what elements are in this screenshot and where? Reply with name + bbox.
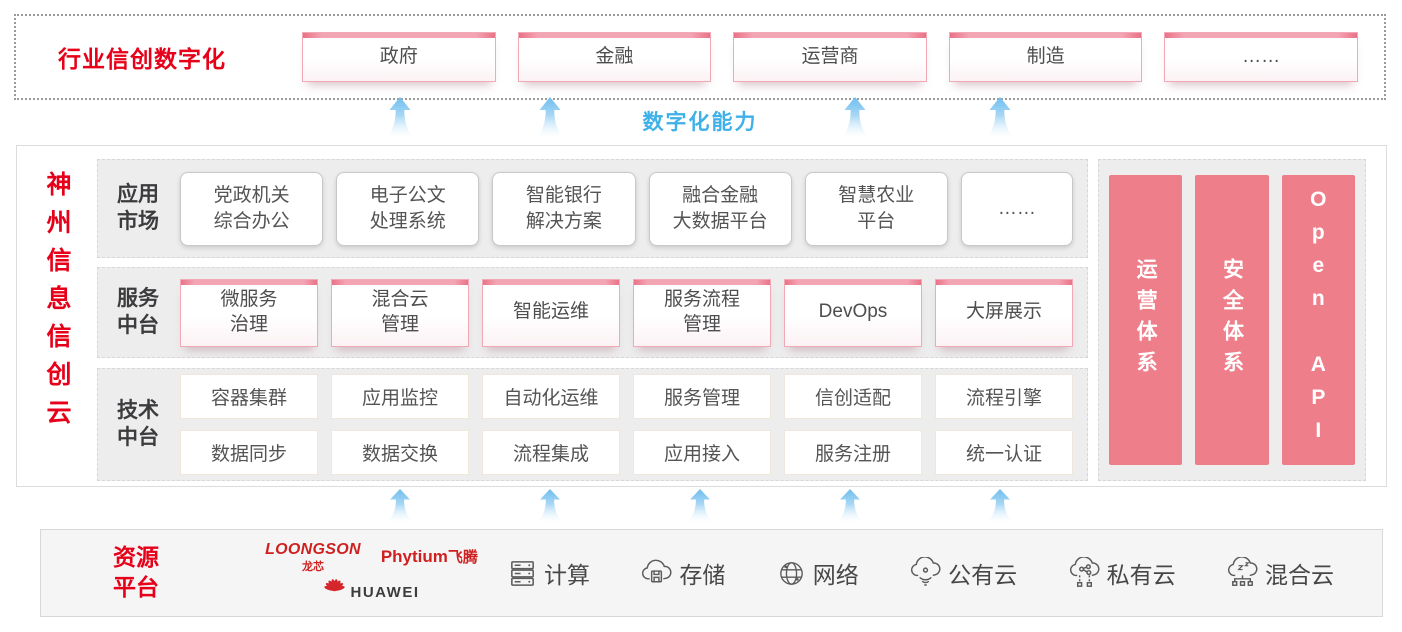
up-arrow-icon bbox=[531, 489, 569, 528]
tech-column: 服务管理 应用接入 bbox=[633, 374, 771, 475]
service-box: 服务流程 管理 bbox=[633, 278, 771, 347]
resource-item: 网络 bbox=[776, 556, 859, 590]
tech-items: 容器集群 数据同步 应用监控 数据交换 自动化运维 流程集成 服务管理 应用接入… bbox=[180, 374, 1073, 475]
tech-column: 自动化运维 流程集成 bbox=[482, 374, 620, 475]
resource-items: 计算 存储 网络 bbox=[507, 556, 1334, 590]
industry-banner-title: 行业信创数字化 bbox=[58, 46, 226, 72]
resource-item: 私有云 bbox=[1068, 556, 1176, 590]
resource-item-label: 公有云 bbox=[948, 562, 1018, 588]
capability-label: 数字化能力 bbox=[642, 111, 758, 134]
huawei-wordmark: HUAWEI bbox=[350, 583, 420, 601]
resource-platform-panel: 资源 平台 LOONGSON 龙芯 Phytium 飞腾 bbox=[40, 529, 1383, 617]
hybrid-cloud-icon bbox=[1226, 557, 1259, 589]
tech-box: 自动化运维 bbox=[482, 374, 620, 419]
up-arrow-icon bbox=[380, 97, 420, 144]
vendor-logos: LOONGSON 龙芯 Phytium 飞腾 bbox=[254, 541, 489, 605]
tech-column: 应用监控 数据交换 bbox=[331, 374, 469, 475]
phytium-wordmark: Phytium bbox=[380, 546, 448, 566]
pillar-open-api: Open API bbox=[1281, 175, 1355, 465]
tech-box: 信创适配 bbox=[784, 374, 922, 419]
row-label-app-market: 应用 市场 bbox=[117, 183, 159, 233]
pillar-security: 安全体系 bbox=[1195, 175, 1269, 465]
up-arrow-icon bbox=[381, 489, 419, 528]
app-box: 电子公文 处理系统 bbox=[336, 171, 480, 246]
app-market-items: 党政机关 综合办公 电子公文 处理系统 智能银行 解决方案 融合金融 大数据平台… bbox=[180, 171, 1073, 246]
network-icon bbox=[776, 558, 807, 589]
service-platform-row: 服务 中台 微服务 治理 混合云 管理 智能运维 服务流程 管理 DevOps … bbox=[97, 267, 1088, 358]
huawei-logo: HUAWEI bbox=[323, 579, 420, 605]
service-box: 智能运维 bbox=[482, 278, 620, 347]
vendor-row: LOONGSON 龙芯 Phytium 飞腾 bbox=[265, 541, 478, 574]
capability-arrow-row: 数字化能力 bbox=[0, 97, 1402, 145]
service-box: 微服务 治理 bbox=[180, 278, 318, 347]
tech-box: 应用接入 bbox=[633, 430, 771, 475]
resource-item: 混合云 bbox=[1226, 556, 1334, 590]
phytium-cn-label: 飞腾 bbox=[447, 549, 478, 566]
public-cloud-icon bbox=[909, 557, 942, 589]
pillar-panel: 运营体系 安全体系 Open API bbox=[1098, 159, 1366, 481]
tech-box: 服务管理 bbox=[633, 374, 771, 419]
resource-arrow-row bbox=[0, 489, 1402, 529]
industry-box: 制造 bbox=[948, 32, 1143, 82]
app-market-row: 应用 市场 党政机关 综合办公 电子公文 处理系统 智能银行 解决方案 融合金融… bbox=[97, 159, 1088, 258]
private-cloud-icon bbox=[1068, 557, 1101, 589]
tech-box: 服务注册 bbox=[784, 430, 922, 475]
tech-column: 信创适配 服务注册 bbox=[784, 374, 922, 475]
tech-box: 流程集成 bbox=[482, 430, 620, 475]
up-arrow-icon bbox=[681, 489, 719, 528]
industry-boxes: 政府 金融 运营商 制造 …… bbox=[302, 32, 1358, 82]
app-box: 智慧农业 平台 bbox=[804, 171, 948, 246]
resource-item-label: 计算 bbox=[544, 562, 590, 588]
resource-item-label: 网络 bbox=[812, 562, 859, 588]
resource-item-label: 存储 bbox=[679, 562, 726, 588]
service-items: 微服务 治理 混合云 管理 智能运维 服务流程 管理 DevOps 大屏展示 bbox=[180, 278, 1073, 347]
up-arrow-icon bbox=[831, 489, 869, 528]
up-arrow-icon bbox=[980, 97, 1020, 144]
app-box: 融合金融 大数据平台 bbox=[648, 171, 792, 246]
up-arrow-icon bbox=[981, 489, 1019, 528]
industry-box: 政府 bbox=[302, 32, 496, 82]
loongson-wordmark: LOONGSON bbox=[265, 541, 361, 558]
resource-platform-title: 资源 平台 bbox=[113, 544, 159, 600]
tech-box: 流程引擎 bbox=[935, 374, 1073, 419]
huawei-flower-icon bbox=[323, 579, 345, 605]
tech-box: 数据交换 bbox=[331, 430, 469, 475]
phytium-logo: Phytium 飞腾 bbox=[381, 546, 478, 567]
up-arrow-icon bbox=[835, 97, 875, 144]
up-arrow-icon bbox=[530, 97, 570, 144]
tech-box: 统一认证 bbox=[935, 430, 1073, 475]
tech-box: 应用监控 bbox=[331, 374, 469, 419]
resource-item-label: 混合云 bbox=[1264, 562, 1334, 588]
app-box: …… bbox=[960, 171, 1073, 246]
loongson-logo: LOONGSON 龙芯 bbox=[265, 541, 361, 574]
service-box: 大屏展示 bbox=[935, 278, 1073, 347]
compute-icon bbox=[507, 558, 538, 589]
platform-container: 神州信息信创云 应用 市场 党政机关 综合办公 电子公文 处理系统 智能银行 解… bbox=[16, 145, 1387, 487]
resource-item: 计算 bbox=[507, 556, 590, 590]
tech-column: 容器集群 数据同步 bbox=[180, 374, 318, 475]
industry-banner: 行业信创数字化 政府 金融 运营商 制造 …… bbox=[14, 14, 1386, 100]
resource-item: 存储 bbox=[640, 556, 725, 590]
industry-box: 运营商 bbox=[733, 32, 927, 82]
platform-title: 神州信息信创云 bbox=[43, 171, 71, 437]
tech-box: 数据同步 bbox=[180, 430, 318, 475]
loongson-cn-label: 龙芯 bbox=[301, 561, 324, 573]
tech-platform-row: 技术 中台 容器集群 数据同步 应用监控 数据交换 自动化运维 流程集成 服务管… bbox=[97, 368, 1088, 481]
pillar-operations: 运营体系 bbox=[1109, 175, 1183, 465]
resource-item: 公有云 bbox=[909, 556, 1017, 590]
industry-box: 金融 bbox=[517, 32, 712, 82]
row-label-service: 服务 中台 bbox=[117, 287, 159, 337]
row-label-tech: 技术 中台 bbox=[117, 399, 159, 449]
storage-icon bbox=[640, 558, 673, 588]
tech-box: 容器集群 bbox=[180, 374, 318, 419]
app-box: 党政机关 综合办公 bbox=[180, 171, 324, 246]
app-box: 智能银行 解决方案 bbox=[492, 171, 636, 246]
resource-item-label: 私有云 bbox=[1106, 562, 1176, 588]
service-box: 混合云 管理 bbox=[331, 278, 469, 347]
service-box: DevOps bbox=[784, 278, 922, 347]
industry-box: …… bbox=[1164, 32, 1358, 82]
tech-column: 流程引擎 统一认证 bbox=[935, 374, 1073, 475]
